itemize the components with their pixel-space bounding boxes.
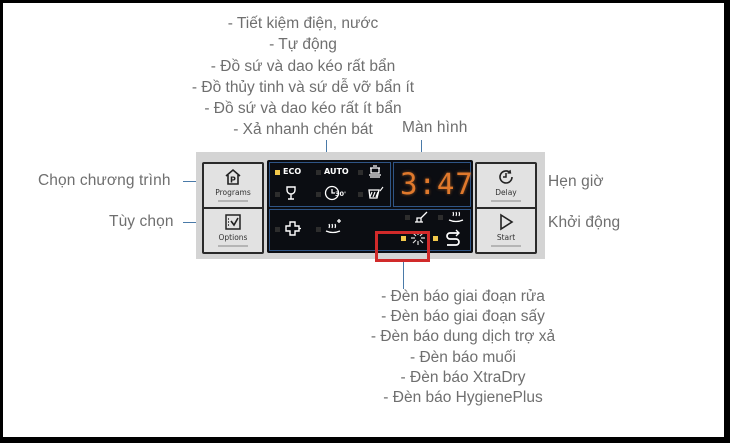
program-list: - Tiết kiệm điện, nước - Tự động - Đồ sứ… [153, 13, 453, 141]
drying-icon [447, 210, 465, 224]
program-item: - Xả nhanh chén bát [233, 121, 373, 139]
extra-power-icon [284, 220, 302, 238]
xtradry-led [316, 227, 321, 232]
program-item: - Đồ thủy tinh và sứ dễ vỡ bẩn ít [191, 78, 415, 96]
program-item: - Đồ sứ và dao kéo rất bẩn [210, 57, 396, 75]
right-button-group: Delay Start [475, 162, 537, 254]
eco-led [275, 170, 280, 175]
left-button-group: P Programs Options [202, 162, 264, 254]
program-section: ECO AUTO [269, 162, 391, 207]
options-label: Tùy chọn [109, 213, 174, 230]
pot-icon [367, 164, 383, 180]
hygieneplus-icon [444, 228, 462, 246]
rinse-aid-led [405, 215, 410, 220]
options-button-label: Options [218, 233, 248, 242]
drying-led [438, 215, 443, 220]
indicator-highlight-box [375, 231, 430, 262]
program-item: - Tiết kiệm điện, nước [227, 15, 379, 32]
display-area: ECO AUTO [267, 160, 473, 253]
eco-label: ECO [283, 167, 302, 176]
indicator-list: - Đèn báo giai đoạn rửa - Đèn báo giai đ… [328, 287, 598, 408]
quick-led [316, 192, 321, 197]
start-button-label: Start [496, 233, 516, 242]
time-digits: 3:47 [400, 167, 474, 201]
time-display: 3:47 [393, 162, 474, 207]
delay-clock-icon [497, 168, 515, 186]
leader-line-display [421, 140, 422, 162]
svg-text:P: P [230, 176, 236, 185]
play-icon [497, 213, 515, 231]
program-select-label: Chọn chương trình [38, 172, 171, 189]
delay-button-label: Delay [495, 188, 517, 197]
intensive-led [358, 170, 363, 175]
rinse-icon [366, 185, 384, 201]
delay-underline [491, 200, 521, 202]
diagram-canvas: - Tiết kiệm điện, nước - Tự động - Đồ sứ… [3, 3, 724, 437]
program-item: - Đồ sứ và dao kéo rất ít bẩn [204, 100, 402, 118]
rinse-led [358, 192, 363, 197]
wine-glass-icon [284, 185, 298, 201]
leader-line-programs [326, 140, 327, 162]
leader-line-indicators [403, 259, 404, 289]
indicator-item: - Đèn báo giai đoạn rửa [381, 288, 545, 305]
auto-label: AUTO [324, 167, 349, 176]
programs-underline [218, 200, 248, 202]
hygieneplus-led [433, 236, 438, 241]
start-label: Khởi động [548, 214, 621, 231]
options-checklist-icon [224, 213, 242, 231]
indicator-item: - Đèn báo dung dịch trợ xả [370, 328, 556, 346]
indicator-item: - Đèn báo XtraDry [400, 368, 526, 386]
options-underline [218, 245, 248, 247]
button-divider [477, 207, 535, 209]
clock-30-icon: 30' [324, 184, 346, 202]
delay-label: Hẹn giờ [548, 173, 604, 190]
programs-button[interactable]: P Programs [204, 164, 262, 207]
delay-button[interactable]: Delay [477, 164, 535, 207]
button-divider [204, 207, 262, 209]
indicator-item: - Đèn báo muối [410, 348, 516, 366]
options-indicator-section [269, 209, 471, 251]
display-label: Màn hình [402, 119, 468, 136]
program-item: - Tự động [269, 36, 337, 54]
salt-led [401, 236, 406, 241]
options-button[interactable]: Options [204, 209, 262, 252]
start-button[interactable]: Start [477, 209, 535, 252]
programs-house-icon: P [224, 168, 242, 186]
programs-button-label: Programs [215, 188, 251, 197]
glass-led [275, 192, 280, 197]
indicator-item: - Đèn báo giai đoạn sấy [381, 308, 545, 326]
indicator-item: - Đèn báo HygienePlus [383, 389, 543, 407]
svg-text:30': 30' [335, 190, 346, 198]
xtradry-icon [324, 216, 344, 236]
auto-led [316, 170, 321, 175]
start-underline [491, 245, 521, 247]
rinse-aid-icon [413, 210, 429, 224]
extra-power-led [275, 227, 280, 232]
control-panel: P Programs Options [196, 152, 545, 259]
